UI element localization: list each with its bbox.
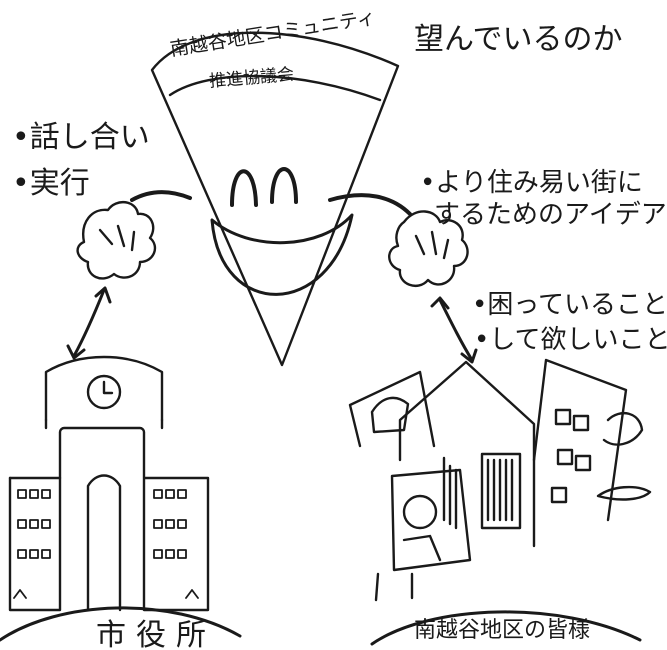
left-arm <box>130 190 192 202</box>
residents-ground <box>370 610 642 646</box>
troubles-label: •困っていること <box>472 290 667 320</box>
city-hall-label: 市役所 <box>96 618 216 650</box>
residents-label: 南越谷地区の皆様 <box>414 618 591 643</box>
right-arm <box>328 193 412 216</box>
left-double-arrow <box>66 286 112 360</box>
right-double-arrow <box>430 296 478 364</box>
city-hall-building <box>8 355 210 612</box>
better-town-label-line2: するためのアイデア <box>434 200 667 230</box>
left-glove <box>76 201 157 280</box>
better-town-label-line1: •より住み易い街に <box>420 168 643 198</box>
talk-label: •話し合い <box>12 120 150 155</box>
wishes-label: •して欲しいこと <box>474 325 667 355</box>
right-glove <box>388 210 469 287</box>
action-label: •実行 <box>12 166 90 201</box>
city-hall-ground <box>0 606 242 642</box>
top-right-text: 望んでいるのか <box>414 22 623 57</box>
residents-houses <box>348 358 652 602</box>
council-cone-character <box>150 31 400 367</box>
